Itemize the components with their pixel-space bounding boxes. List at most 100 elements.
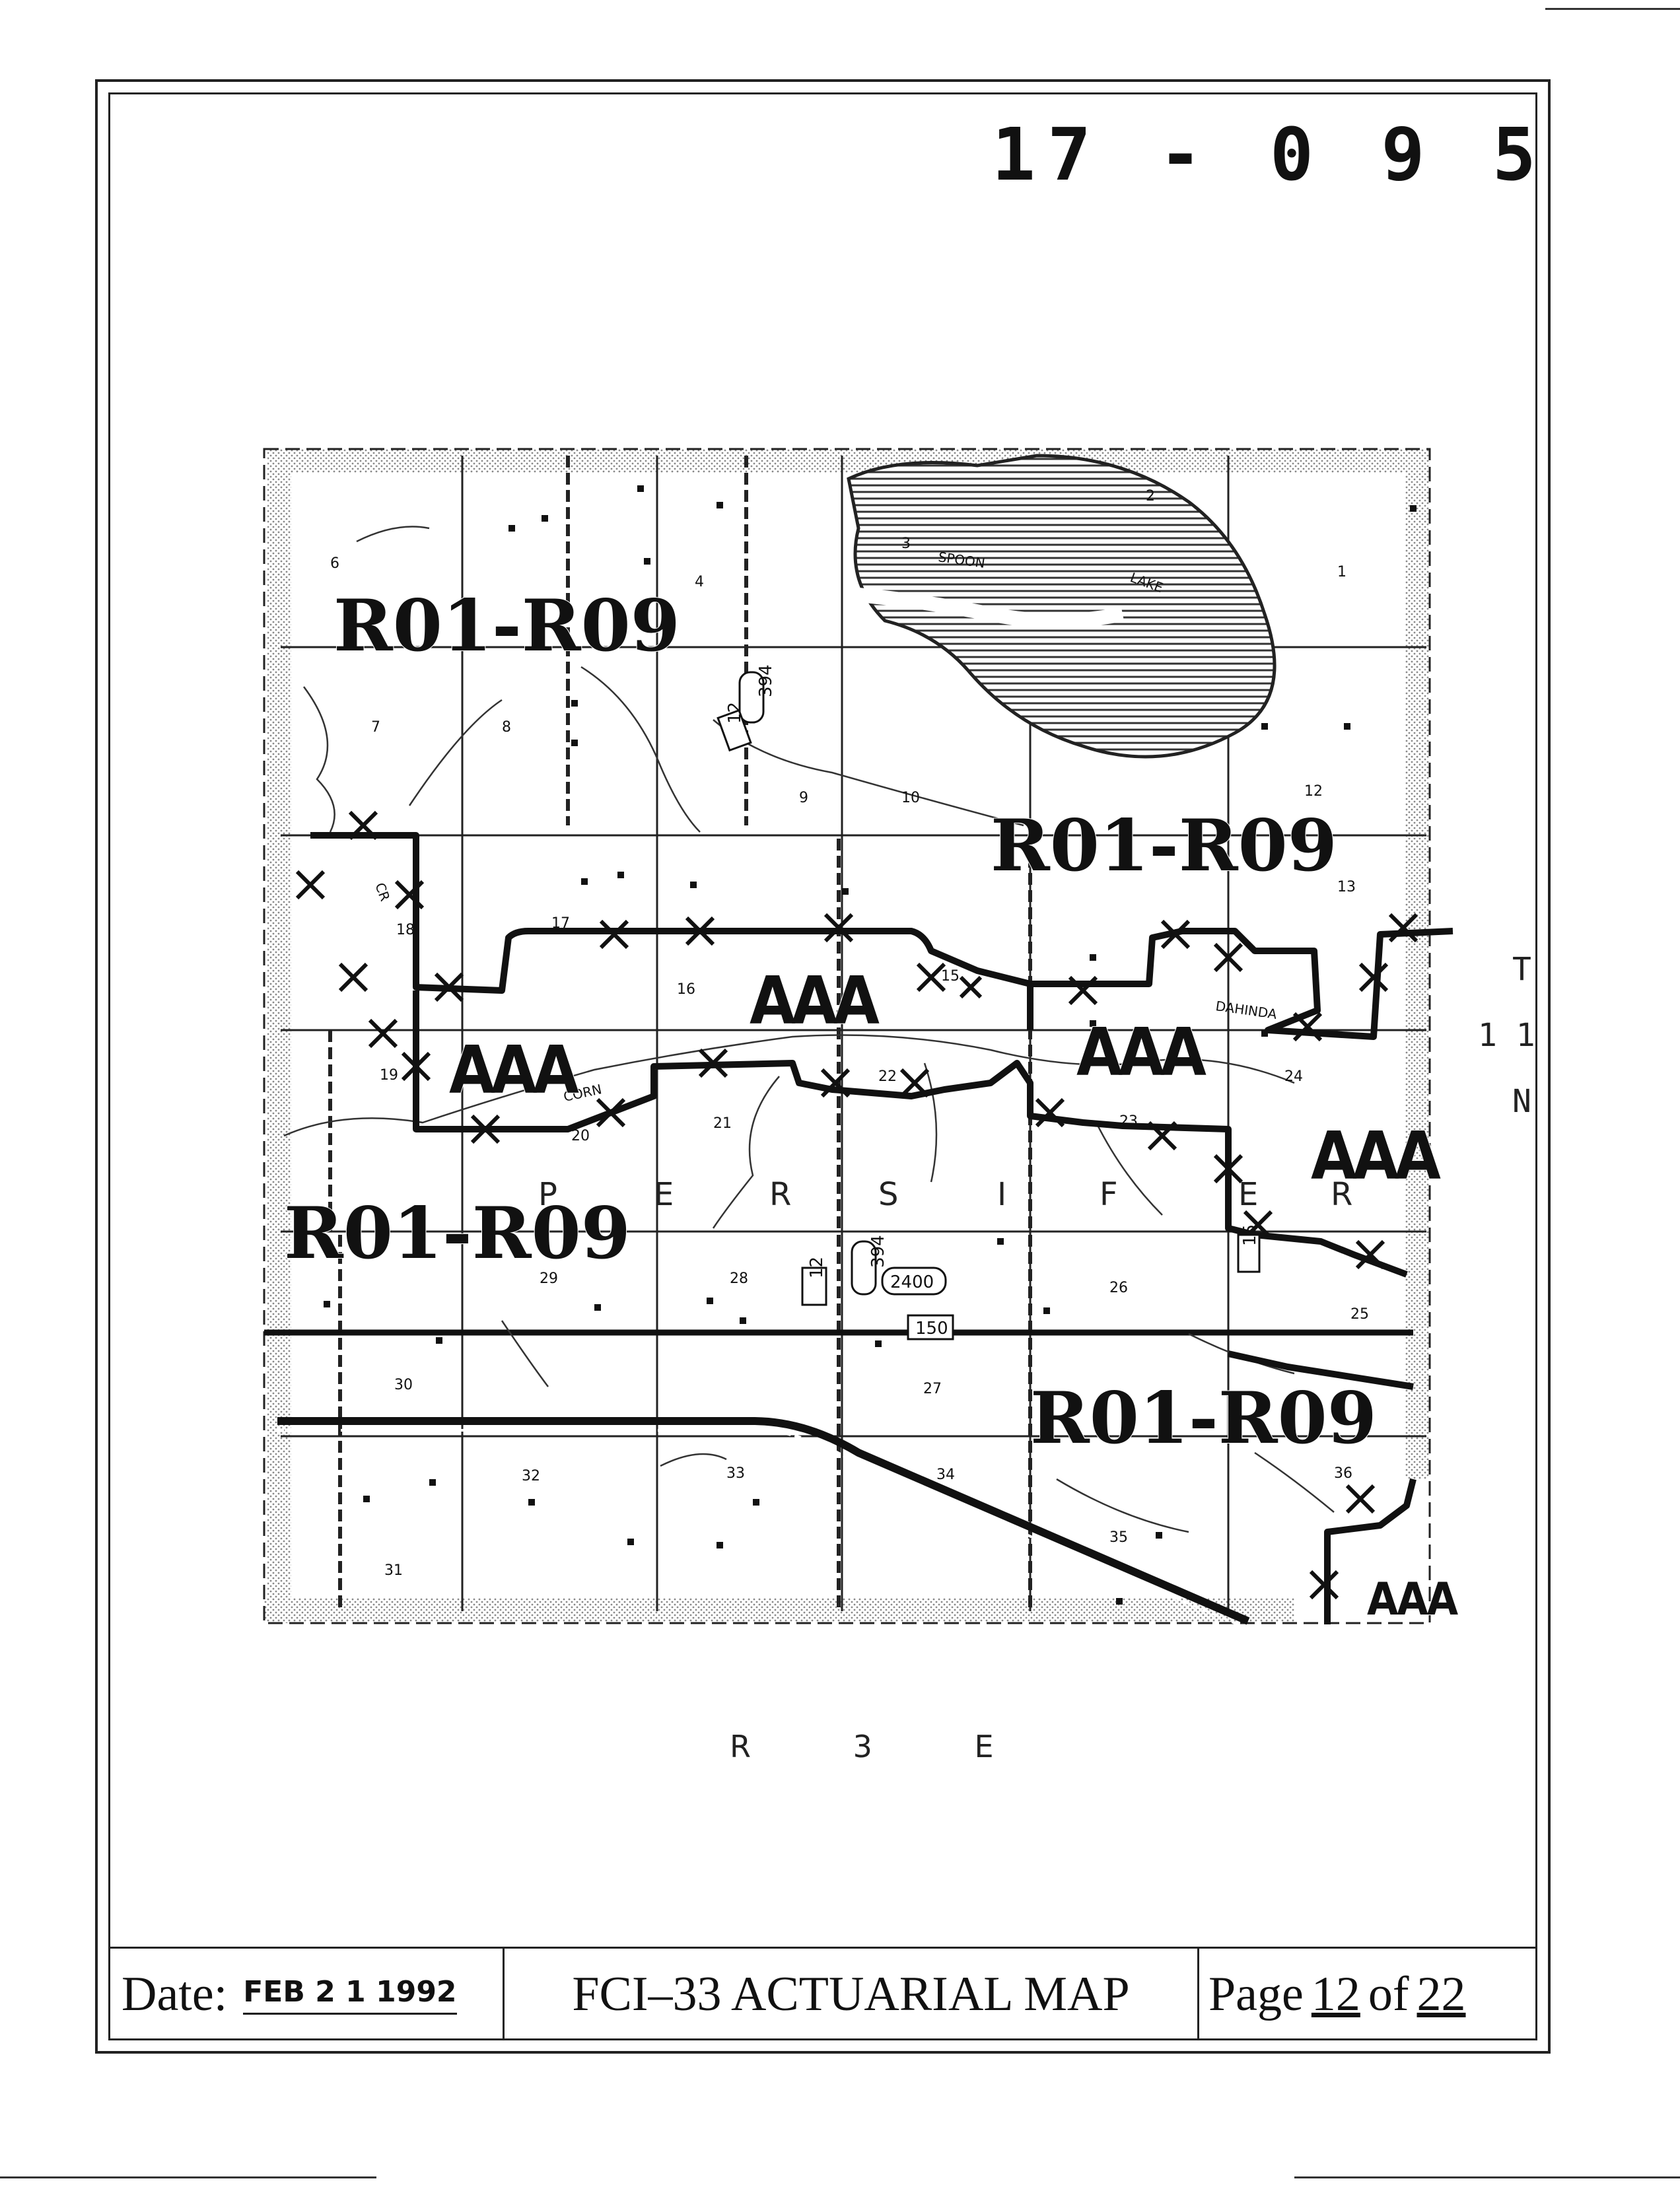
outer-frame (95, 79, 1551, 2054)
label-cr: CR (372, 881, 393, 903)
route-394-south: 394 (868, 1235, 888, 1268)
route-2400: 2400 (890, 1272, 934, 1292)
rating-boundaries (310, 832, 1453, 1624)
section-16: 16 (677, 981, 695, 998)
scan-edge-top (1545, 8, 1680, 10)
route-12-shield-north (717, 709, 752, 752)
section-29: 29 (540, 1270, 558, 1287)
page-cell: Page 12 of 22 (1199, 1949, 1537, 2040)
section-24: 24 (1284, 1068, 1303, 1085)
route-shields: 394 12 394 12 2400 150 15 (717, 664, 1261, 1340)
zone-labels: R01-R09 R01-R09 R01-R09 R01-R09 (283, 584, 1378, 1461)
map-border-right (1405, 449, 1429, 1479)
rating-label-2: AAA (449, 1031, 579, 1109)
boundary-x-marks (295, 810, 1418, 1600)
page-of: of (1368, 1967, 1409, 2021)
section-23: 23 (1119, 1113, 1138, 1130)
map-outline (263, 448, 1431, 1624)
section-12: 12 (1304, 783, 1323, 800)
route-150-shield (907, 1314, 954, 1340)
section-36: 36 (1334, 1465, 1352, 1482)
township-letter-f: F (1100, 1176, 1118, 1213)
range-label: R 3 E (730, 1729, 1040, 1764)
township-letter-i: I (997, 1176, 1006, 1213)
section-8: 8 (502, 719, 511, 736)
section-13: 13 (1337, 879, 1356, 895)
title-cell: FCI–33 ACTUARIAL MAP (505, 1949, 1199, 2040)
date-stamp: FEB 2 1 1992 (243, 1975, 457, 2015)
page-prefix: Page (1208, 1967, 1304, 2021)
section-22: 22 (878, 1068, 897, 1085)
map-border-top (281, 449, 1430, 473)
section-20: 20 (571, 1128, 590, 1144)
rating-label-5: AAA (1367, 1574, 1459, 1626)
map-border-left (267, 449, 291, 1623)
township-letter-r2: R (1331, 1176, 1352, 1213)
section-21: 21 (713, 1115, 732, 1132)
date-cell: Date: FEB 2 1 1992 (108, 1949, 505, 2040)
section-32: 32 (522, 1468, 540, 1484)
section-1: 1 (1337, 564, 1347, 580)
map-title: FCI–33 ACTUARIAL MAP (572, 1967, 1130, 2021)
section-25: 25 (1350, 1306, 1369, 1323)
route-12-shield-south (801, 1267, 827, 1306)
township-name: P E R S I F E R (538, 1176, 1352, 1213)
scan-edge-bottom-left (0, 2176, 376, 2178)
title-block: Date: FEB 2 1 1992 FCI–33 ACTUARIAL MAP … (108, 1947, 1537, 2040)
scan-edge-bottom-right (1294, 2176, 1680, 2178)
township-label-t: T (1512, 951, 1531, 988)
interstate (277, 1417, 1250, 1625)
section-35: 35 (1109, 1529, 1128, 1546)
page-number: 12 (1311, 1967, 1360, 2021)
route-12-north: 12 (725, 702, 745, 724)
township-letter-e1: E (654, 1176, 674, 1213)
section-numbers: 1 2 3 4 6 7 8 9 10 12 13 15 16 17 18 19 … (330, 488, 1369, 1579)
rating-label-1: AAA (750, 962, 880, 1039)
map-border-bottom (264, 1598, 1294, 1622)
zone-label-1: R01-R09 (333, 584, 680, 668)
route-15: 15 (1240, 1224, 1260, 1246)
township-label-11: 1 1 (1478, 1017, 1535, 1054)
rating-labels: AAA AAA AAA AAA AAA (448, 961, 1461, 1626)
route-2400-shield (881, 1267, 947, 1296)
section-26: 26 (1109, 1280, 1128, 1296)
section-4: 4 (695, 574, 704, 590)
rating-label-3: AAA (1076, 1014, 1207, 1091)
rating-label-4: AAA (1311, 1117, 1441, 1195)
section-7: 7 (371, 719, 380, 736)
township-letter-p: P (538, 1176, 557, 1213)
section-2: 2 (1146, 488, 1155, 504)
inner-frame (108, 92, 1537, 2040)
spoon-lake (847, 454, 1277, 759)
route-394-shield-north (738, 671, 765, 724)
township-letter-r1: R (769, 1176, 791, 1213)
page-total: 22 (1417, 1967, 1466, 2021)
section-19: 19 (380, 1067, 398, 1084)
zone-label-2: R01-R09 (991, 804, 1337, 887)
route-150: 150 (915, 1319, 948, 1338)
section-27: 27 (923, 1381, 942, 1397)
section-30: 30 (394, 1377, 413, 1393)
township-letter-e2: E (1238, 1176, 1258, 1213)
zone-label-3: R01-R09 (284, 1192, 631, 1275)
route-394-north: 394 (756, 664, 776, 697)
building-markers (324, 485, 1417, 1605)
section-31: 31 (384, 1562, 403, 1579)
route-15-shield (1237, 1233, 1261, 1273)
section-3: 3 (901, 536, 911, 552)
date-label: Date: (122, 1967, 228, 2021)
section-9: 9 (799, 790, 808, 806)
section-17: 17 (551, 915, 570, 932)
route-12-south: 12 (807, 1257, 827, 1278)
route-394-shield-south (851, 1240, 877, 1296)
section-28: 28 (730, 1270, 748, 1287)
section-roads (328, 456, 1032, 1611)
label-dahinda: DAHINDA (1214, 998, 1278, 1022)
section-15: 15 (941, 968, 960, 985)
township-label-n: N (1512, 1083, 1531, 1120)
section-33: 33 (726, 1465, 745, 1482)
section-34: 34 (936, 1467, 955, 1483)
township-letter-s: S (878, 1176, 898, 1213)
section-10: 10 (901, 790, 920, 806)
